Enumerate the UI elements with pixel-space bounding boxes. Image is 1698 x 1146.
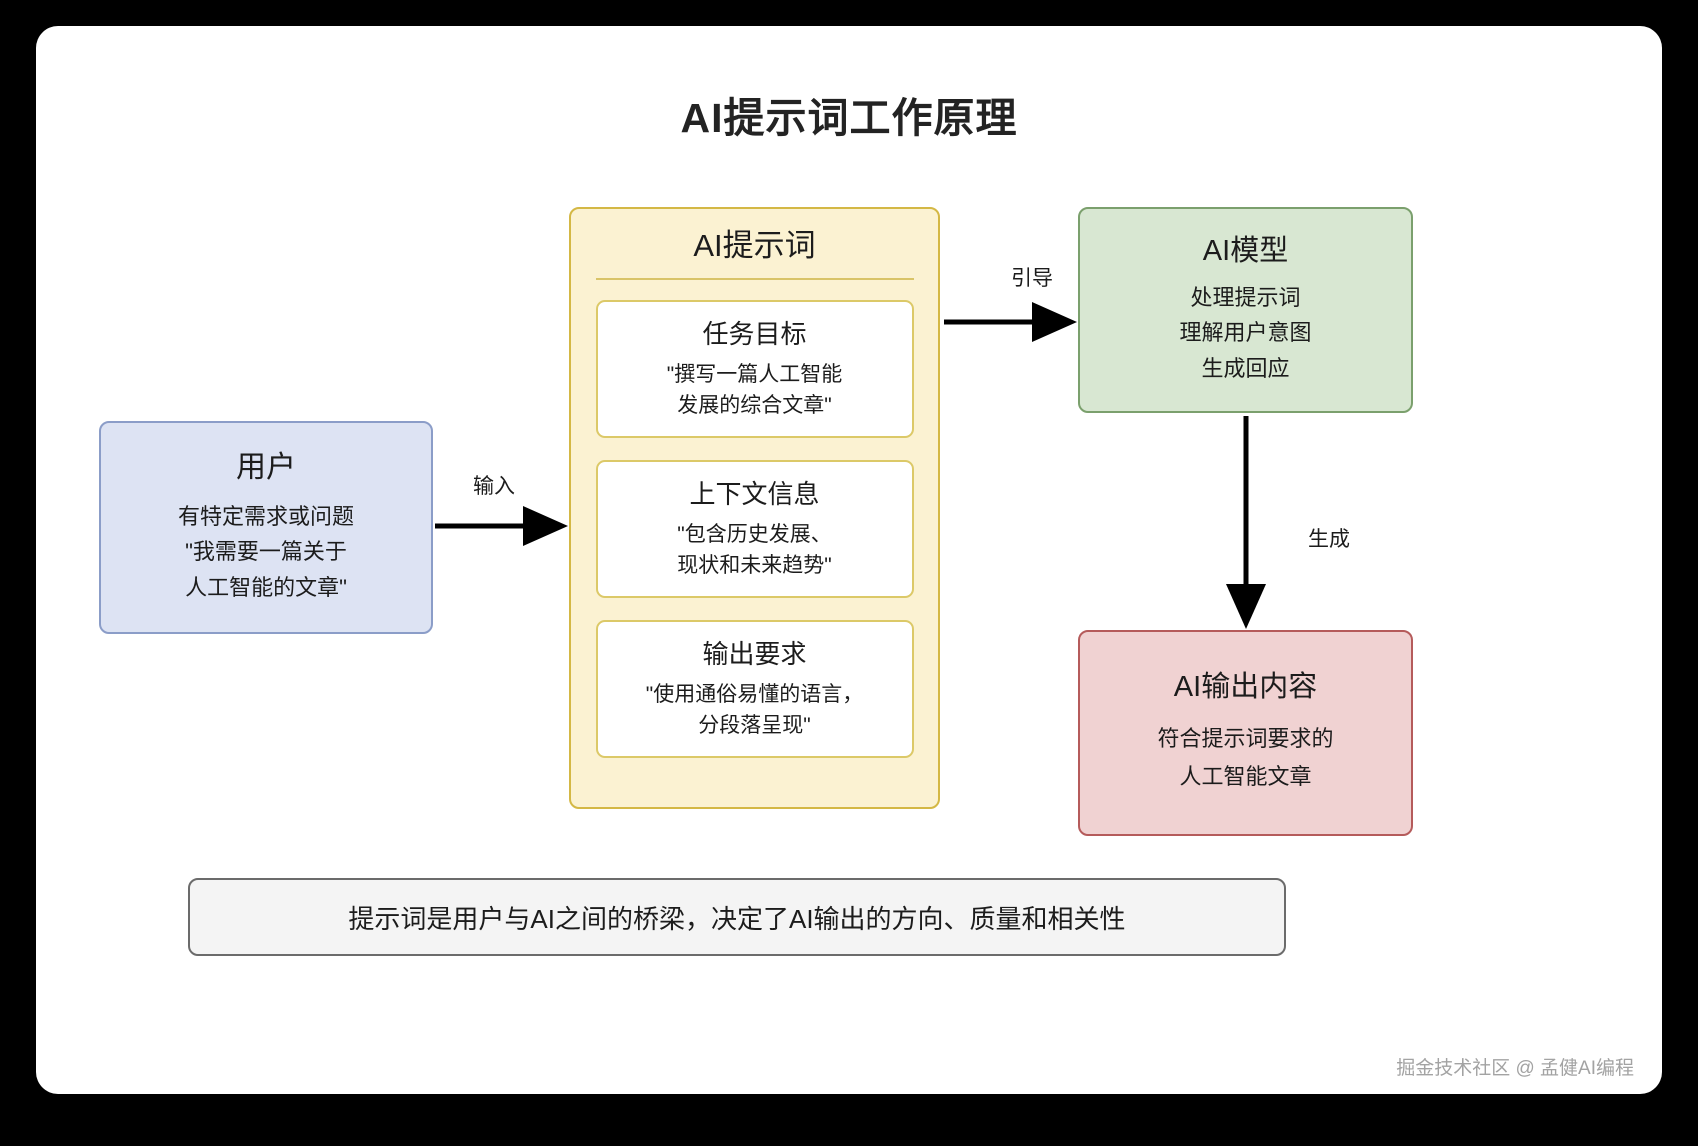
page-title: AI提示词工作原理 [680, 95, 1018, 141]
prompt-divider [595, 277, 914, 280]
card-output-requirement[interactable]: 输出要求 "使用通俗易懂的语言， 分段落呈现" [595, 619, 914, 758]
node-ai-model[interactable]: AI模型 处理提示词 理解用户意图 生成回应 [1078, 207, 1413, 413]
node-ai-model-title: AI模型 [1202, 235, 1289, 268]
node-prompt-title: AI提示词 [693, 228, 816, 263]
card-context-info-line-1: "包含历史发展、 [677, 522, 832, 546]
node-ai-model-line-2: 理解用户意图 [1179, 320, 1312, 346]
summary-text: 提示词是用户与AI之间的桥梁，决定了AI输出的方向、质量和相关性 [348, 903, 1126, 934]
node-ai-output-line-1: 符合提示词要求的 [1157, 725, 1334, 751]
watermark-text: 掘金技术社区 @ 孟健AI编程 [1396, 1058, 1634, 1079]
node-ai-output-line-2: 人工智能文章 [1179, 764, 1312, 790]
node-user[interactable]: 用户 有特定需求或问题 "我需要一篇关于 人工智能的文章" [99, 421, 433, 634]
edge-label-input: 输入 [473, 475, 515, 498]
node-ai-output-title: AI输出内容 [1173, 671, 1318, 704]
card-output-requirement-line-1: "使用通俗易懂的语言， [645, 682, 864, 706]
node-user-title: 用户 [236, 451, 296, 485]
card-task-goal-line-1: "撰写一篇人工智能 [666, 362, 843, 386]
edge-label-guide: 引导 [1011, 267, 1053, 290]
node-ai-output[interactable]: AI输出内容 符合提示词要求的 人工智能文章 [1078, 630, 1413, 836]
node-user-line-1: 有特定需求或问题 [177, 503, 354, 529]
node-ai-model-line-3: 生成回应 [1201, 355, 1290, 381]
card-context-info-title: 上下文信息 [689, 478, 820, 509]
summary-bar: 提示词是用户与AI之间的桥梁，决定了AI输出的方向、质量和相关性 [188, 878, 1286, 956]
card-context-info[interactable]: 上下文信息 "包含历史发展、 现状和未来趋势" [595, 459, 914, 598]
node-user-line-3: 人工智能的文章" [185, 575, 347, 601]
diagram-canvas: AI提示词工作原理 输入 引导 生成 用户 有特定需求或问题 "我需要一篇关于 … [36, 26, 1662, 1094]
node-ai-model-line-1: 处理提示词 [1190, 284, 1301, 310]
watermark: 掘金技术社区 @ 孟健AI编程 [1396, 1053, 1634, 1080]
node-user-line-2: "我需要一篇关于 [185, 539, 347, 565]
edge-label-generate: 生成 [1308, 528, 1350, 551]
card-context-info-line-2: 现状和未来趋势" [677, 554, 832, 578]
card-output-requirement-title: 输出要求 [702, 638, 807, 669]
card-output-requirement-line-2: 分段落呈现" [698, 714, 811, 738]
card-task-goal-title: 任务目标 [702, 318, 807, 349]
card-task-goal[interactable]: 任务目标 "撰写一篇人工智能 发展的综合文章" [595, 299, 914, 438]
card-task-goal-line-2: 发展的综合文章" [677, 394, 832, 418]
node-prompt[interactable]: AI提示词 任务目标 "撰写一篇人工智能 发展的综合文章" 上下文信息 "包含历… [569, 207, 940, 809]
